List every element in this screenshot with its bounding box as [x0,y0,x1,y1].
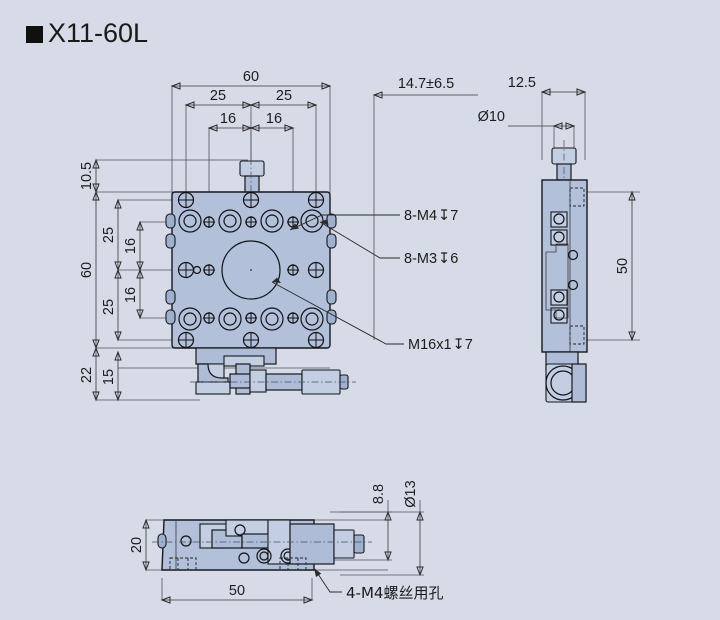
dim-front-vert-25-top: 25 [101,198,122,272]
dim-front-vert-25-bottom: 25 [101,268,122,342]
dim-front-22: 22 [79,346,100,402]
front-view-top-knob [239,158,265,195]
dim-front-vert-16-top: 16 [123,220,144,272]
callout-8-m4-label: 8-M4↧7 [404,208,458,224]
side-view: 12.5 Ø10 50 [478,75,640,403]
bottom-view: 20 50 8.8 Ø [129,480,424,604]
front-view-tapped-holes [177,191,325,349]
front-view-counterbores [178,209,324,331]
dim-travel: 14.7±6.5 [372,76,478,340]
callout-m16: M16x1↧7 [271,277,473,353]
dim-15-label: 15 [101,369,117,385]
dim-front-10-5: 10.5 [79,158,100,194]
dim-16-left-label: 16 [220,111,236,127]
dim-10-5-label: 10.5 [79,162,95,190]
callout-4-m4-label: 4-M4螺丝用孔 [346,584,443,602]
callouts: 8-M4↧7 8-M3↧6 M16x1↧7 4-M4螺丝 [271,208,473,602]
dim-60-top-label: 60 [243,69,259,85]
dim-25-right-label: 25 [276,88,292,104]
dim-front-overall-height: 60 [79,190,100,350]
dim-60-left-label: 60 [79,262,95,278]
callout-8-m4: 8-M4↧7 [289,208,458,231]
dim-8-8-label: 8.8 [371,484,387,504]
front-view-center-bore [221,240,281,300]
black-square-icon [26,26,43,43]
dim-front-16-left: 16 [207,111,253,132]
dim-front-25-left: 25 [184,88,253,109]
dim-16-right-label: 16 [266,111,282,127]
dim-dia13-label: Ø13 [403,480,419,507]
callout-m16-label: M16x1↧7 [408,337,473,353]
dim-front-overall-width: 60 [170,69,332,90]
dim-vert-16-top-label: 16 [123,238,139,254]
dim-50-label: 50 [229,583,245,599]
dim-bottom-bore-dia: Ø13 [340,480,424,577]
side-view-screws [550,211,568,324]
side-view-bottom-knob [545,351,587,403]
dim-12-5-label: 12.5 [508,75,536,91]
dim-14-7-label: 14.7±6.5 [398,76,454,92]
dim-25-left-label: 25 [210,88,226,104]
page-title: X11-60L [26,18,148,49]
bottom-view-body [152,519,372,571]
front-view: 60 25 25 16 [79,69,478,402]
dim-front-vert-16-bottom: 16 [123,268,144,320]
dim-side-spindle-dia: Ø10 [478,109,576,130]
dim-20-label: 20 [129,537,145,553]
dim-bottom-length: 50 [160,583,314,604]
dim-front-15: 15 [101,350,122,402]
callout-8-m3-label: 8-M3↧6 [404,251,458,267]
dim-dia10-label: Ø10 [478,109,505,125]
side-view-slot-profile [545,243,569,319]
front-view-micrometer-assembly [190,347,356,395]
dim-bottom-height: 20 [129,518,150,572]
dim-side-height: 50 [615,190,636,342]
dim-front-16-right: 16 [249,111,295,132]
callout-4-m4-screw-holes: 4-M4螺丝用孔 [313,567,443,602]
dim-vert-25-bottom-label: 25 [101,299,117,315]
callout-8-m3: 8-M3↧6 [319,219,458,267]
dim-22-label: 22 [79,367,95,383]
dim-vert-25-top-label: 25 [101,227,117,243]
dim-side-width: 12.5 [508,75,587,96]
dim-side-50-label: 50 [615,258,631,274]
front-view-side-notches [165,213,337,325]
part-name-label: X11-60L [48,18,149,48]
side-view-pin-hole-bottom [567,279,579,291]
dim-front-25-right: 25 [249,88,318,109]
side-view-hidden-lines [569,187,585,345]
dim-vert-16-bottom-label: 16 [123,287,139,303]
side-view-top-knob [551,140,577,186]
side-view-pin-hole-top [567,249,579,261]
